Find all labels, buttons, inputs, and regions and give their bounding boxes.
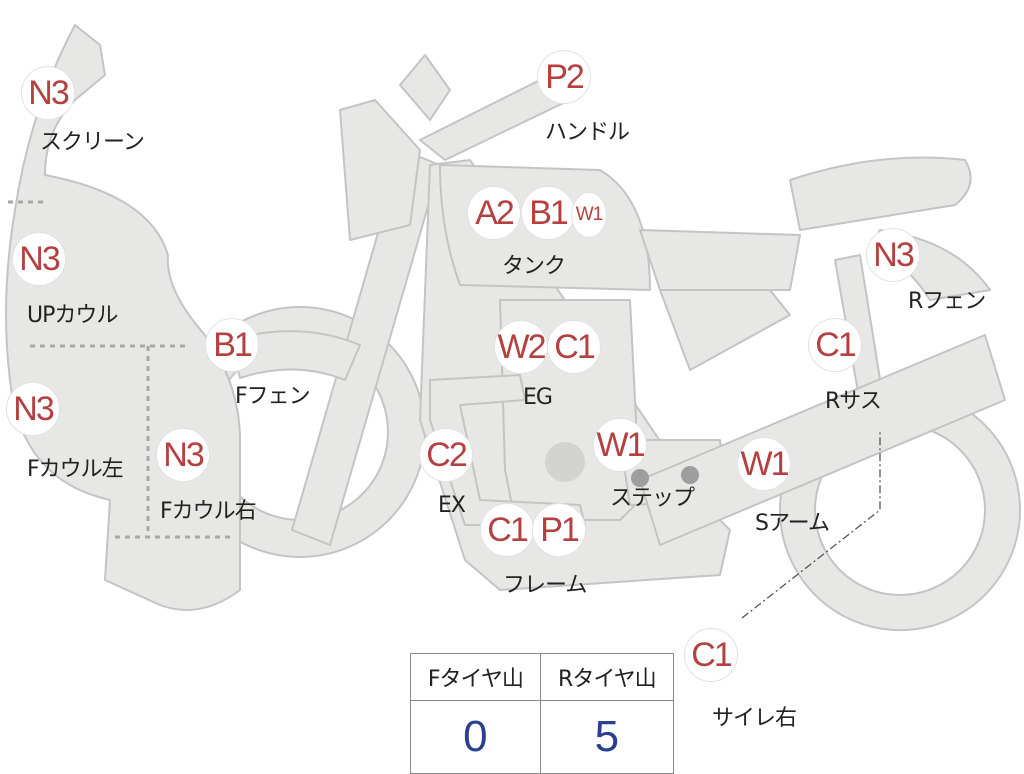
label-handle: ハンドル (545, 120, 630, 145)
front-fork (291, 149, 441, 546)
tire-tread-table: Fタイヤ山 Rタイヤ山 0 5 (410, 653, 675, 774)
code-badge-up-cowl: N3 (12, 232, 66, 286)
engine-cover (545, 442, 585, 482)
code-badge-f-fender: B1 (205, 318, 259, 372)
code-badge-step: W1 (593, 418, 647, 472)
label-f-fender: Fフェン (235, 384, 311, 409)
code-badge-screen: N3 (21, 66, 75, 120)
silencer-leader (741, 430, 881, 619)
code-badge-tank-w1: W1 (571, 192, 607, 238)
label-r-suspension: Rサス (825, 389, 882, 414)
code-badge-frame-p1: P1 (532, 503, 586, 557)
code-badge-silencer-right: C1 (684, 628, 738, 682)
label-step: ステップ (610, 486, 695, 511)
peg-left (631, 469, 649, 487)
rear-tire-tread-header: Rタイヤ山 (539, 653, 675, 701)
label-silencer-right: サイレ右 (712, 706, 797, 731)
code-badge-engine-w2: W2 (494, 320, 548, 374)
code-badge-tank-a2: A2 (467, 186, 521, 240)
code-badge-f-cowl-right: N3 (156, 428, 210, 482)
label-engine: EG (523, 385, 553, 410)
tail-seat (789, 156, 972, 231)
seat-shape (639, 229, 801, 291)
label-screen: スクリーン (40, 130, 145, 155)
label-up-cowl: UPカウル (27, 303, 118, 328)
mirror (399, 54, 451, 121)
label-f-cowl-left: Fカウル左 (27, 457, 124, 482)
code-badge-f-cowl-left: N3 (6, 382, 60, 436)
code-badge-tank-b1: B1 (521, 186, 575, 240)
label-tank: タンク (502, 254, 566, 279)
code-badge-frame-c1: C1 (480, 503, 534, 557)
code-badge-engine-c1: C1 (547, 320, 601, 374)
code-badge-exhaust: C2 (419, 428, 473, 482)
front-tire-tread-header: Fタイヤ山 (410, 653, 541, 701)
code-badge-r-fender: N3 (866, 228, 920, 282)
label-f-cowl-right: Fカウル右 (160, 499, 257, 524)
code-badge-handle: P2 (537, 50, 591, 104)
label-exhaust: EX (438, 493, 466, 518)
rear-tire-tread-value: 5 (539, 700, 675, 774)
swingarm-shape (639, 334, 1006, 546)
front-fender-shape (229, 330, 361, 381)
peg-right (681, 466, 699, 484)
code-badge-swingarm: W1 (737, 437, 791, 491)
front-tire-tread-value: 0 (410, 700, 541, 774)
label-swingarm: Sアーム (755, 511, 830, 536)
headlight (339, 99, 421, 241)
label-r-fender: Rフェン (908, 289, 986, 314)
side-cover (659, 289, 791, 371)
code-badge-r-suspension: C1 (808, 318, 862, 372)
label-frame: フレーム (503, 573, 587, 598)
